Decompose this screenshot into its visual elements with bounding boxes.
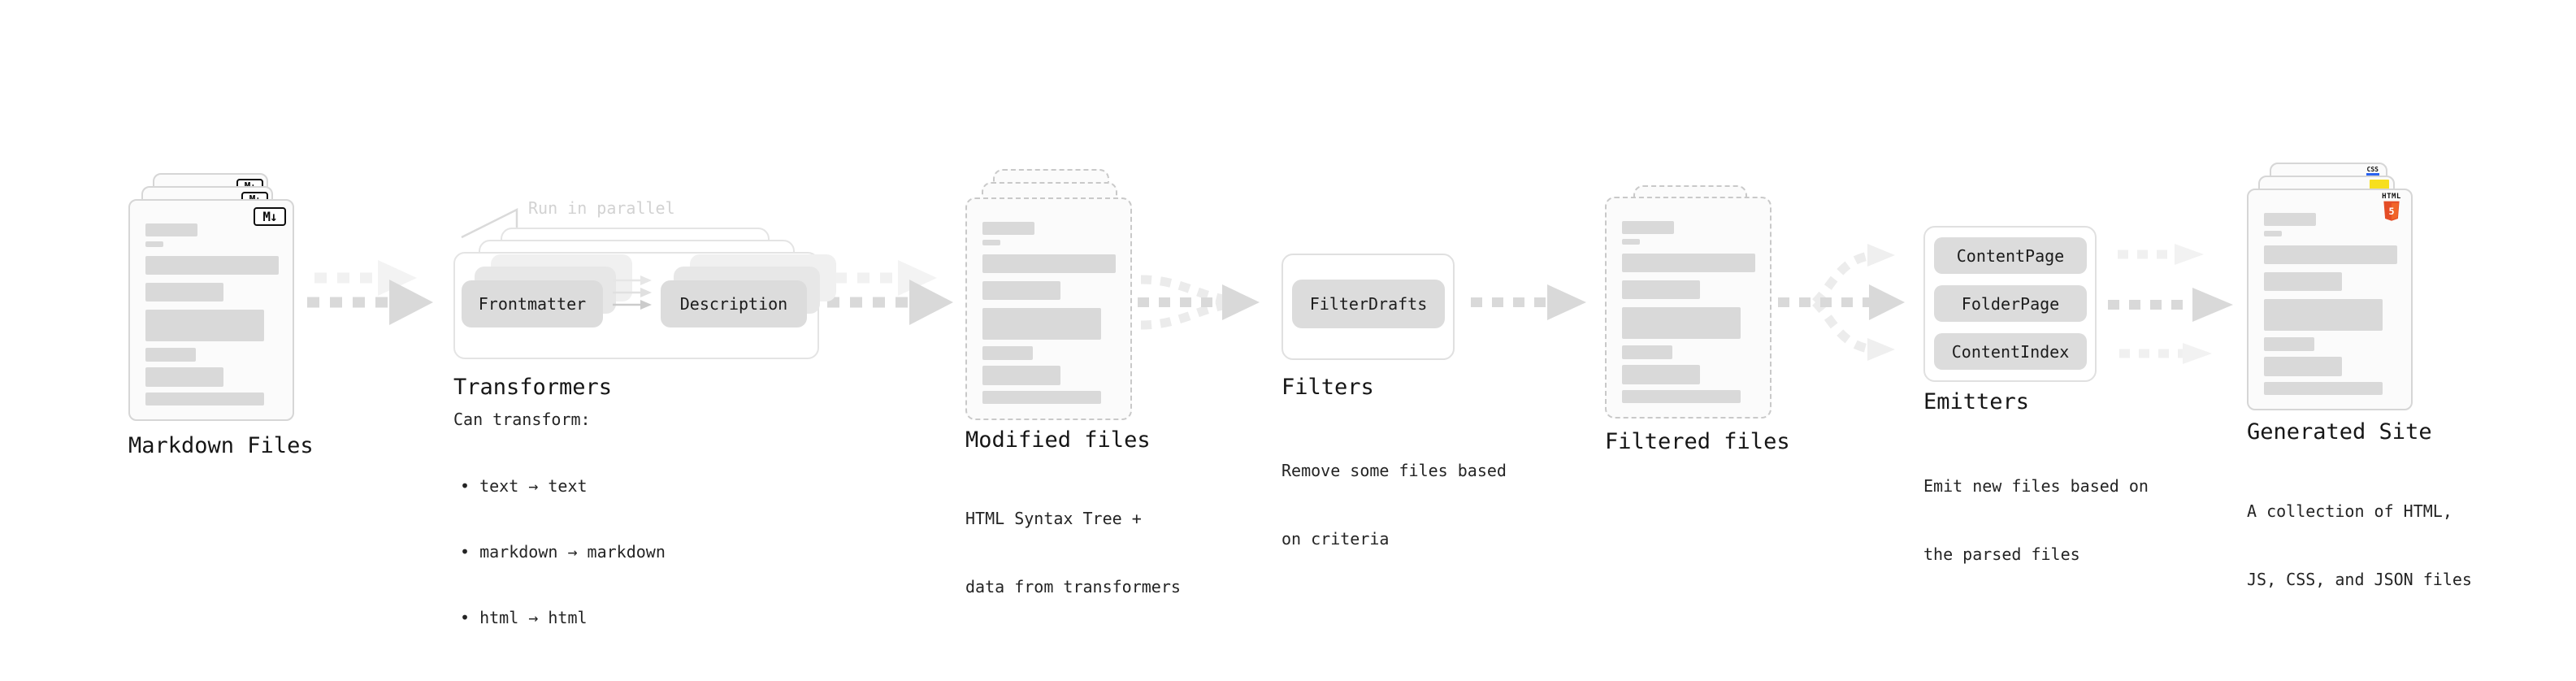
description-line: data from transformers <box>965 577 1181 596</box>
content-line <box>2264 337 2314 351</box>
run-in-parallel-label: Run in parallel <box>528 198 675 218</box>
file-content-placeholder <box>982 222 1116 404</box>
content-line <box>982 240 1000 245</box>
arrow-merge-modified-to-filters <box>1138 275 1260 330</box>
stage-label-transformers: Transformers <box>453 375 613 400</box>
emitter-node-contentpage: ContentPage <box>1934 237 2087 274</box>
content-line <box>982 346 1033 360</box>
file-content-placeholder <box>2264 213 2397 395</box>
description-line: Emit new files based on <box>1923 476 2149 496</box>
content-line <box>2264 272 2342 291</box>
modified-file-card-front <box>965 197 1132 420</box>
content-line <box>982 281 1060 300</box>
content-line <box>1622 221 1674 234</box>
callout-leader-line <box>461 207 518 239</box>
file-content-placeholder <box>145 223 279 406</box>
arrow-split-filtered-to-emitters <box>1778 244 1905 361</box>
content-line <box>145 283 223 301</box>
arrow-emitters-to-site-bottom <box>2119 343 2212 364</box>
content-line <box>145 393 264 406</box>
html5-icon: HTML 5 <box>2382 193 2401 225</box>
bullet-line: • markdown → markdown <box>460 542 666 562</box>
content-line <box>2264 299 2383 331</box>
description-line: HTML Syntax Tree + <box>965 509 1142 528</box>
arrow-emitters-to-site-middle <box>2108 288 2233 322</box>
content-line <box>2264 382 2383 395</box>
transformers-bullets: • text → text • markdown → markdown • ht… <box>460 432 666 673</box>
content-line <box>145 223 197 236</box>
markdown-icon: M↓ <box>254 207 286 226</box>
transformer-node-frontmatter: Frontmatter <box>462 280 603 327</box>
filtered-file-card-front <box>1605 197 1772 419</box>
description-line: Remove some files based <box>1281 461 1507 480</box>
file-content-placeholder <box>1622 221 1755 403</box>
html5-shield: 5 <box>2383 201 2400 221</box>
arrow-emitters-to-site-top <box>2118 244 2204 265</box>
arrows-frontmatter-to-description <box>613 275 652 310</box>
content-line <box>1622 280 1700 299</box>
content-line <box>2264 245 2397 264</box>
content-line <box>982 308 1101 340</box>
content-line <box>982 391 1101 404</box>
html5-number: 5 <box>2388 206 2394 217</box>
content-line <box>1622 239 1640 245</box>
emitter-node-folderpage: FolderPage <box>1934 285 2087 322</box>
transformers-description-heading: Can transform: <box>453 410 591 429</box>
content-line <box>145 241 163 247</box>
content-line <box>1622 390 1741 403</box>
content-line <box>1622 345 1672 359</box>
content-line <box>145 256 279 275</box>
content-line <box>2264 231 2282 236</box>
bullet-line: • html → html <box>460 608 588 627</box>
html5-icon-label: HTML <box>2382 193 2401 201</box>
emitter-node-contentindex: ContentIndex <box>1934 333 2087 370</box>
emitters-description: Emit new files based on the parsed files <box>1923 429 2149 611</box>
arrow-filters-to-filtered <box>1471 284 1586 320</box>
description-line: JS, CSS, and JSON files <box>2247 570 2472 589</box>
filter-node-filterdrafts: FilterDrafts <box>1292 280 1445 328</box>
description-line: A collection of HTML, <box>2247 501 2452 521</box>
content-line <box>1622 254 1755 272</box>
site-file-card-front: HTML 5 <box>2247 189 2413 410</box>
bullet-line: • text → text <box>460 476 588 496</box>
stage-label-emitters: Emitters <box>1923 389 2030 414</box>
css-icon: CSS <box>2366 166 2379 176</box>
markdown-file-card-front: M↓ <box>128 199 294 421</box>
content-line <box>982 366 1060 385</box>
content-line <box>2264 213 2316 226</box>
content-line <box>982 222 1034 235</box>
content-line <box>145 348 196 362</box>
stage-label-generated-site: Generated Site <box>2247 419 2432 445</box>
stage-label-filters: Filters <box>1281 375 1374 400</box>
content-line <box>145 367 223 387</box>
description-line: the parsed files <box>1923 544 2080 564</box>
stage-label-filtered-files: Filtered files <box>1605 429 1790 454</box>
stage-label-markdown-files: Markdown Files <box>128 433 314 458</box>
generated-site-description: A collection of HTML, JS, CSS, and JSON … <box>2247 454 2472 636</box>
description-line: on criteria <box>1281 529 1390 549</box>
transformer-node-description: Description <box>661 280 807 327</box>
modified-files-description: HTML Syntax Tree + data from transformer… <box>965 462 1181 644</box>
arrow-transformers-to-modified <box>827 260 953 325</box>
content-line <box>2264 357 2342 376</box>
content-line <box>982 254 1116 273</box>
content-line <box>1622 307 1741 339</box>
content-line <box>1622 365 1700 384</box>
filters-description: Remove some files based on criteria <box>1281 414 1507 596</box>
arrow-markdown-to-transformers <box>307 260 433 325</box>
stage-label-modified-files: Modified files <box>965 427 1151 453</box>
content-line <box>145 310 264 341</box>
